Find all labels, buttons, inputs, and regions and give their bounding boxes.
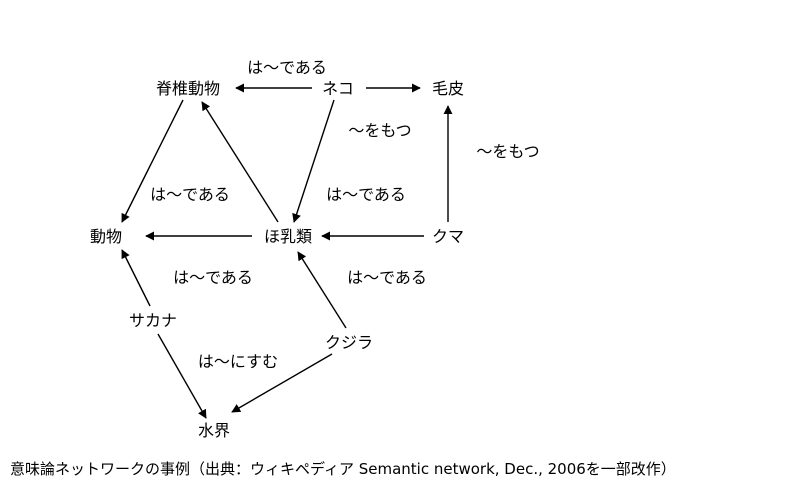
edge-fish-water (157, 333, 207, 419)
edge-label-cat-fur: ～をもつ (348, 121, 411, 140)
node-cat: ネコ (322, 79, 354, 98)
edge-label-whale-mammal: は～である (347, 268, 427, 287)
edge-fish-animal (121, 249, 151, 307)
edge-label-vertebrate-animal: は～である (150, 185, 230, 204)
node-vertebrate: 脊椎動物 (156, 79, 220, 98)
edge-whale-water (231, 353, 333, 413)
node-whale: クジラ (325, 333, 373, 352)
node-bear: クマ (432, 227, 464, 246)
edge-label-fish-water: は～にすむ (198, 352, 278, 371)
figure-caption: 意味論ネットワークの事例（出典：ウィキペディア Semantic network… (10, 460, 676, 478)
node-fur: 毛皮 (432, 79, 464, 98)
edge-vertebrate-animal (121, 99, 184, 223)
edge-label-mammal-animal: は～である (173, 268, 253, 287)
edge-label-cat-vertebrate: は～である (247, 58, 327, 77)
node-animal: 動物 (90, 227, 122, 246)
edge-mammal-vertebrate (201, 101, 279, 223)
node-water: 水界 (198, 421, 230, 440)
edge-label-bear-fur: ～をもつ (476, 142, 539, 161)
edge-whale-mammal (297, 251, 347, 329)
edge-cat-mammal (292, 99, 335, 223)
node-fish: サカナ (129, 311, 177, 330)
edge-label-cat-mammal: は～である (326, 185, 406, 204)
node-mammal: ほ乳類 (264, 227, 312, 246)
